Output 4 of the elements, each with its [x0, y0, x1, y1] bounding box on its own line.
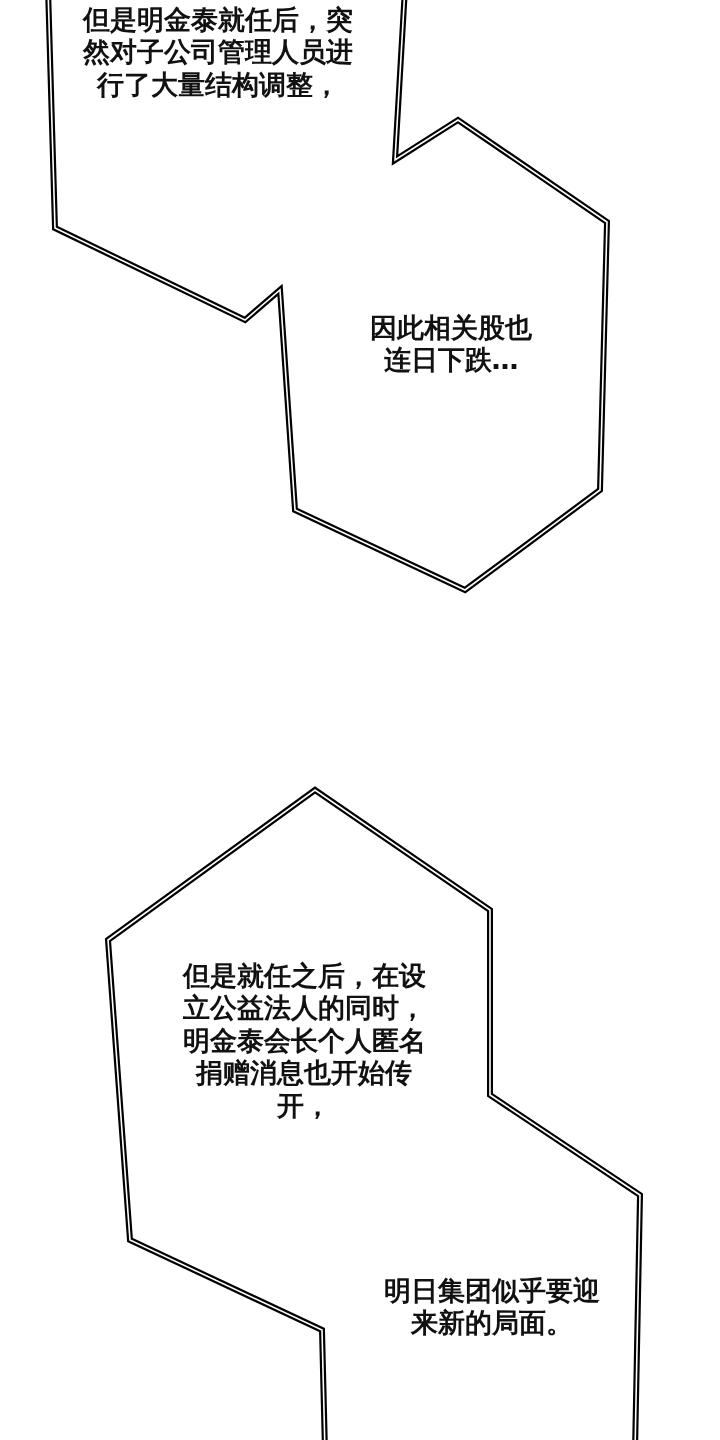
- bubble-text: 但是就任之后，在设立公益法人的同时，明金泰会长个人匿名捐赠消息也开始传开，: [181, 960, 427, 1122]
- bubble-text: 明日集团似乎要迎来新的局面。: [383, 1275, 601, 1340]
- bubble-text: 但是明金泰就任后，突然对子公司管理人员进行了大量结构调整，: [82, 4, 354, 102]
- bubble-text: 因此相关股也连日下跌…: [369, 312, 533, 377]
